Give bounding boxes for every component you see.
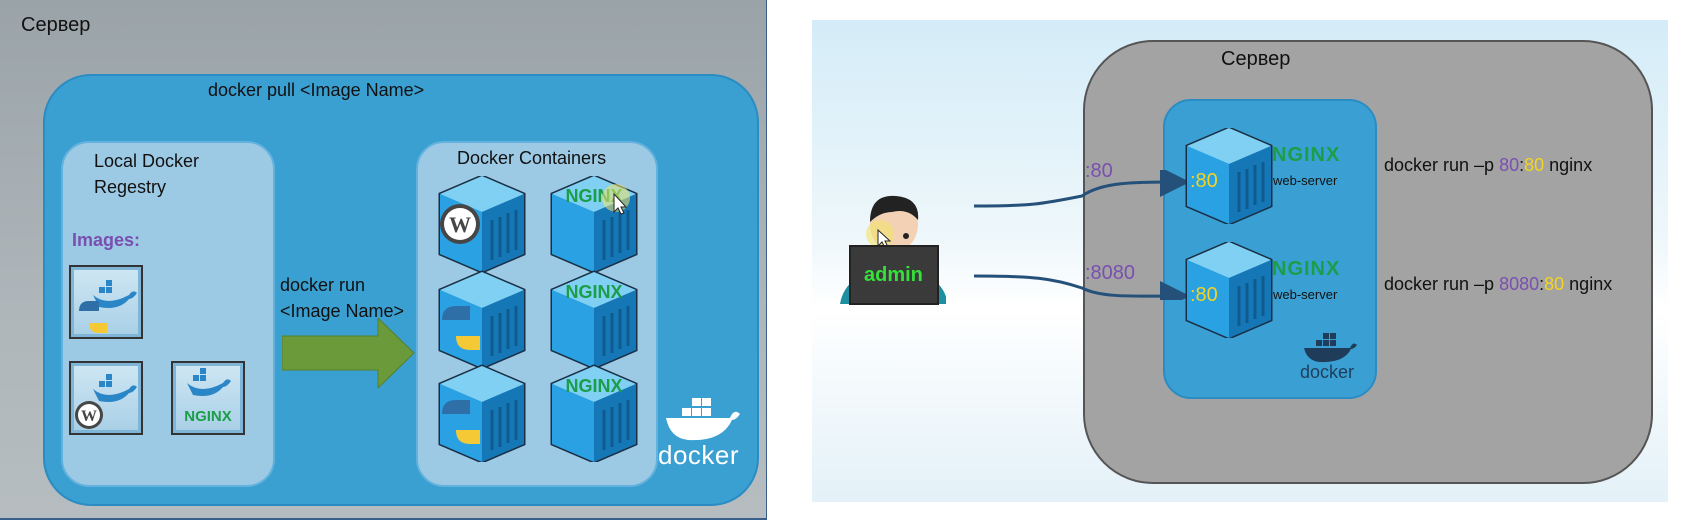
svg-text:W: W xyxy=(449,212,471,237)
pull-command-text: docker pull <Image Name> xyxy=(208,80,425,100)
run-command-80: docker run –p 80:80 nginx xyxy=(1384,155,1592,176)
docker-logo-text-right: docker xyxy=(1300,362,1355,382)
server-title-right: Сервер xyxy=(1221,48,1291,70)
image-tile-nginx: NGINX xyxy=(171,361,245,435)
run-command-line2: <Image Name> xyxy=(280,301,405,321)
container-python-2 xyxy=(438,364,526,462)
run-command-sep: : xyxy=(1539,274,1545,294)
run-command-host-port: 8080 xyxy=(1499,274,1540,294)
docker-logo-text-left: docker xyxy=(658,440,740,470)
image-tile-python xyxy=(69,265,143,339)
host-port-label-80: :80 xyxy=(1085,160,1113,182)
container-nginx-2: NGINX xyxy=(550,270,638,370)
port-mapping-arrows xyxy=(973,170,1190,300)
svg-text:NGINX: NGINX xyxy=(184,408,232,425)
run-command-line1: docker run xyxy=(280,275,366,295)
container-port-1: :80 xyxy=(1190,170,1218,192)
nginx-logo-2: NGINX xyxy=(1272,258,1341,280)
container-grid: W NGINX NGINX NGINX xyxy=(438,176,638,462)
run-command-prefix: docker run –p xyxy=(1384,155,1500,175)
container-nginx-3: NGINX xyxy=(550,364,638,462)
run-command-container-port: 80 xyxy=(1524,155,1545,175)
container-nginx-1: NGINX xyxy=(550,176,638,274)
local-registry-title: Local Docker Regestry xyxy=(94,151,200,197)
nginx-container-cube-2 xyxy=(1185,242,1273,338)
admin-person-icon xyxy=(840,195,946,305)
run-command-text: docker run <Image Name> xyxy=(280,272,404,324)
run-command-prefix: docker run –p xyxy=(1384,274,1500,294)
run-command-host-port: 80 xyxy=(1499,155,1520,175)
server-title-left: Сервер xyxy=(21,14,91,36)
nginx-container-cube-1 xyxy=(1185,128,1273,224)
run-command-container-port: 80 xyxy=(1544,274,1565,294)
container-wordpress: W xyxy=(438,176,526,274)
run-command-suffix: nginx xyxy=(1564,274,1613,294)
docker-whale-icon xyxy=(666,398,740,441)
nginx-docker-icon: NGINX xyxy=(184,368,232,425)
nginx-logo-1: NGINX xyxy=(1272,144,1341,166)
host-port-label-8080: :8080 xyxy=(1085,262,1136,284)
docker-containers-title: Docker Containers xyxy=(457,148,607,168)
run-command-suffix: nginx xyxy=(1544,155,1593,175)
run-command-8080: docker run –p 8080:80 nginx xyxy=(1384,274,1612,295)
container-python-1 xyxy=(438,270,526,370)
web-server-label-2: web-server xyxy=(1273,287,1338,302)
arrow-right-icon xyxy=(282,318,415,388)
images-label: Images: xyxy=(72,230,141,250)
admin-label: admin xyxy=(864,264,923,286)
docker-whale-icon-right xyxy=(1304,333,1357,363)
web-server-label-1: web-server xyxy=(1273,173,1338,188)
svg-text:NGINX: NGINX xyxy=(565,376,622,396)
container-port-2: :80 xyxy=(1190,284,1218,306)
svg-text:NGINX: NGINX xyxy=(565,282,622,302)
wordpress-docker-icon: W xyxy=(75,374,137,429)
image-tile-wordpress: W xyxy=(69,361,143,435)
python-docker-icon xyxy=(79,280,137,333)
svg-text:W: W xyxy=(81,408,97,425)
run-command-sep: : xyxy=(1519,155,1525,175)
